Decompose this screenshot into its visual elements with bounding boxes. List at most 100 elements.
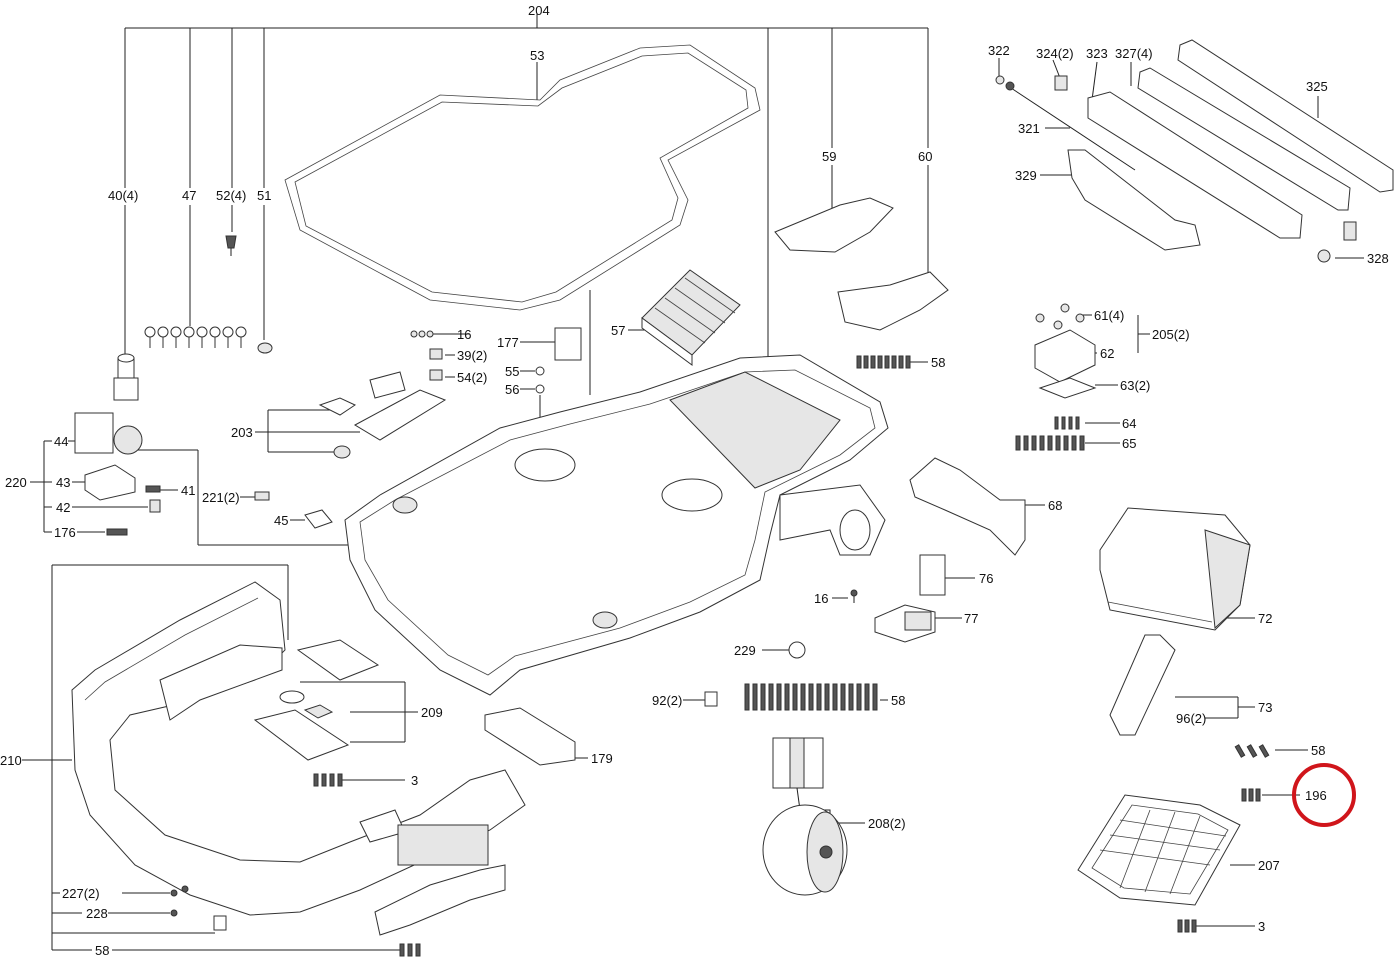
callout-label: 58 [1311, 743, 1325, 758]
callout-label: 51 [257, 188, 271, 203]
grommet-part [257, 342, 273, 354]
switch-part-77 [874, 604, 936, 643]
latch-parts-203 [318, 371, 447, 459]
callout-label: 176 [54, 525, 76, 540]
main-chassis-part [344, 354, 889, 696]
callout-label: 64 [1122, 416, 1136, 431]
callout-label: 42 [56, 500, 70, 515]
screw-row-58d-part [399, 943, 421, 957]
bracket-59-part [774, 197, 894, 253]
motor-assembly-220 [74, 412, 161, 536]
callout-label: 56 [505, 382, 519, 397]
bracket-68-part [909, 457, 1026, 556]
gasket-seal-part-inner [294, 52, 749, 303]
callout-label: 221(2) [202, 490, 240, 505]
callout-label: 323 [1086, 46, 1108, 61]
callout-label: 58 [891, 693, 905, 708]
callout-label: 72 [1258, 611, 1272, 626]
callout-label-highlighted: 196 [1305, 788, 1327, 803]
small-parts-227-228 [170, 885, 227, 931]
cover-part-179 [484, 707, 576, 766]
callout-label: 227(2) [62, 886, 100, 901]
tray-part-207 [1077, 794, 1241, 906]
callout-label: 16 [457, 327, 471, 342]
callout-label: 228 [86, 906, 108, 921]
callout-label: 63(2) [1120, 378, 1150, 393]
callout-label: 205(2) [1152, 327, 1190, 342]
callout-label: 3 [1258, 919, 1265, 934]
filter-parts-209 [253, 639, 380, 761]
battery-box-part-72 [1099, 507, 1251, 631]
callout-label: 65 [1122, 436, 1136, 451]
callout-label: 41 [181, 483, 195, 498]
callout-label: 57 [611, 323, 625, 338]
callout-label: 329 [1015, 168, 1037, 183]
bracket-60-part [837, 271, 949, 331]
callout-label: 203 [231, 425, 253, 440]
callout-label: 328 [1367, 251, 1389, 266]
callout-label: 179 [591, 751, 613, 766]
callout-label: 209 [421, 705, 443, 720]
callout-label: 207 [1258, 858, 1280, 873]
callout-label: 58 [95, 943, 109, 958]
callout-label: 55 [505, 364, 519, 379]
screw-row-part [144, 326, 247, 348]
connector-block-part [1034, 303, 1097, 399]
callout-label: 3 [411, 773, 418, 788]
small-parts-middle [410, 327, 582, 394]
callout-label: 45 [274, 513, 288, 528]
screw-row-58c-part [1234, 744, 1270, 758]
screw-row-3b-part [1177, 919, 1197, 933]
washer-part-229 [788, 641, 806, 659]
callout-label: 16 [814, 591, 828, 606]
callout-label: 77 [964, 611, 978, 626]
callout-label: 177 [497, 335, 519, 350]
callout-label: 92(2) [652, 693, 682, 708]
small-part-221 [254, 491, 270, 501]
fastener-part [113, 353, 139, 401]
callout-label: 76 [979, 571, 993, 586]
callout-label: 208(2) [868, 816, 906, 831]
gasket-seal-part [284, 44, 761, 311]
label-part-76 [919, 554, 946, 596]
callout-label: 54(2) [457, 370, 487, 385]
callout-label: 40(4) [108, 188, 138, 203]
clip-part [225, 235, 237, 256]
callout-label: 204 [528, 3, 550, 18]
callout-label: 229 [734, 643, 756, 658]
callout-labels: 204 53 40(4) 47 52(4) 51 59 60 322 324(2… [0, 3, 1389, 958]
callout-label: 68 [1048, 498, 1062, 513]
callout-label: 52(4) [216, 188, 246, 203]
callout-label: 322 [988, 43, 1010, 58]
screw-part-16 [850, 589, 858, 603]
leader-lines [22, 14, 1364, 951]
screw-row-3a-part [313, 773, 343, 787]
highlight-circle [1292, 763, 1356, 827]
callout-label: 39(2) [457, 348, 487, 363]
callout-label: 62 [1100, 346, 1114, 361]
callout-label: 321 [1018, 121, 1040, 136]
callout-label: 43 [56, 475, 70, 490]
callout-label: 44 [54, 434, 68, 449]
bumper-part-210 [71, 581, 526, 936]
rail-assembly-part [995, 39, 1394, 263]
screw-row-58b-part [744, 683, 878, 711]
callout-label: 324(2) [1036, 46, 1074, 61]
wheel-assembly-part-208 [762, 737, 848, 896]
clip-part-92 [704, 691, 718, 707]
callout-label: 325 [1306, 79, 1328, 94]
callout-label: 61(4) [1094, 308, 1124, 323]
heatsink-part [641, 269, 741, 366]
plate-part-45 [304, 509, 333, 529]
callout-label: 96(2) [1176, 711, 1206, 726]
callout-label: 53 [530, 48, 544, 63]
callout-label: 210 [0, 753, 22, 768]
callout-label: 59 [822, 149, 836, 164]
callout-label: 60 [918, 149, 932, 164]
callout-label: 73 [1258, 700, 1272, 715]
pin-rows-part [1015, 416, 1085, 451]
callout-label: 58 [931, 355, 945, 370]
callout-label: 220 [5, 475, 27, 490]
